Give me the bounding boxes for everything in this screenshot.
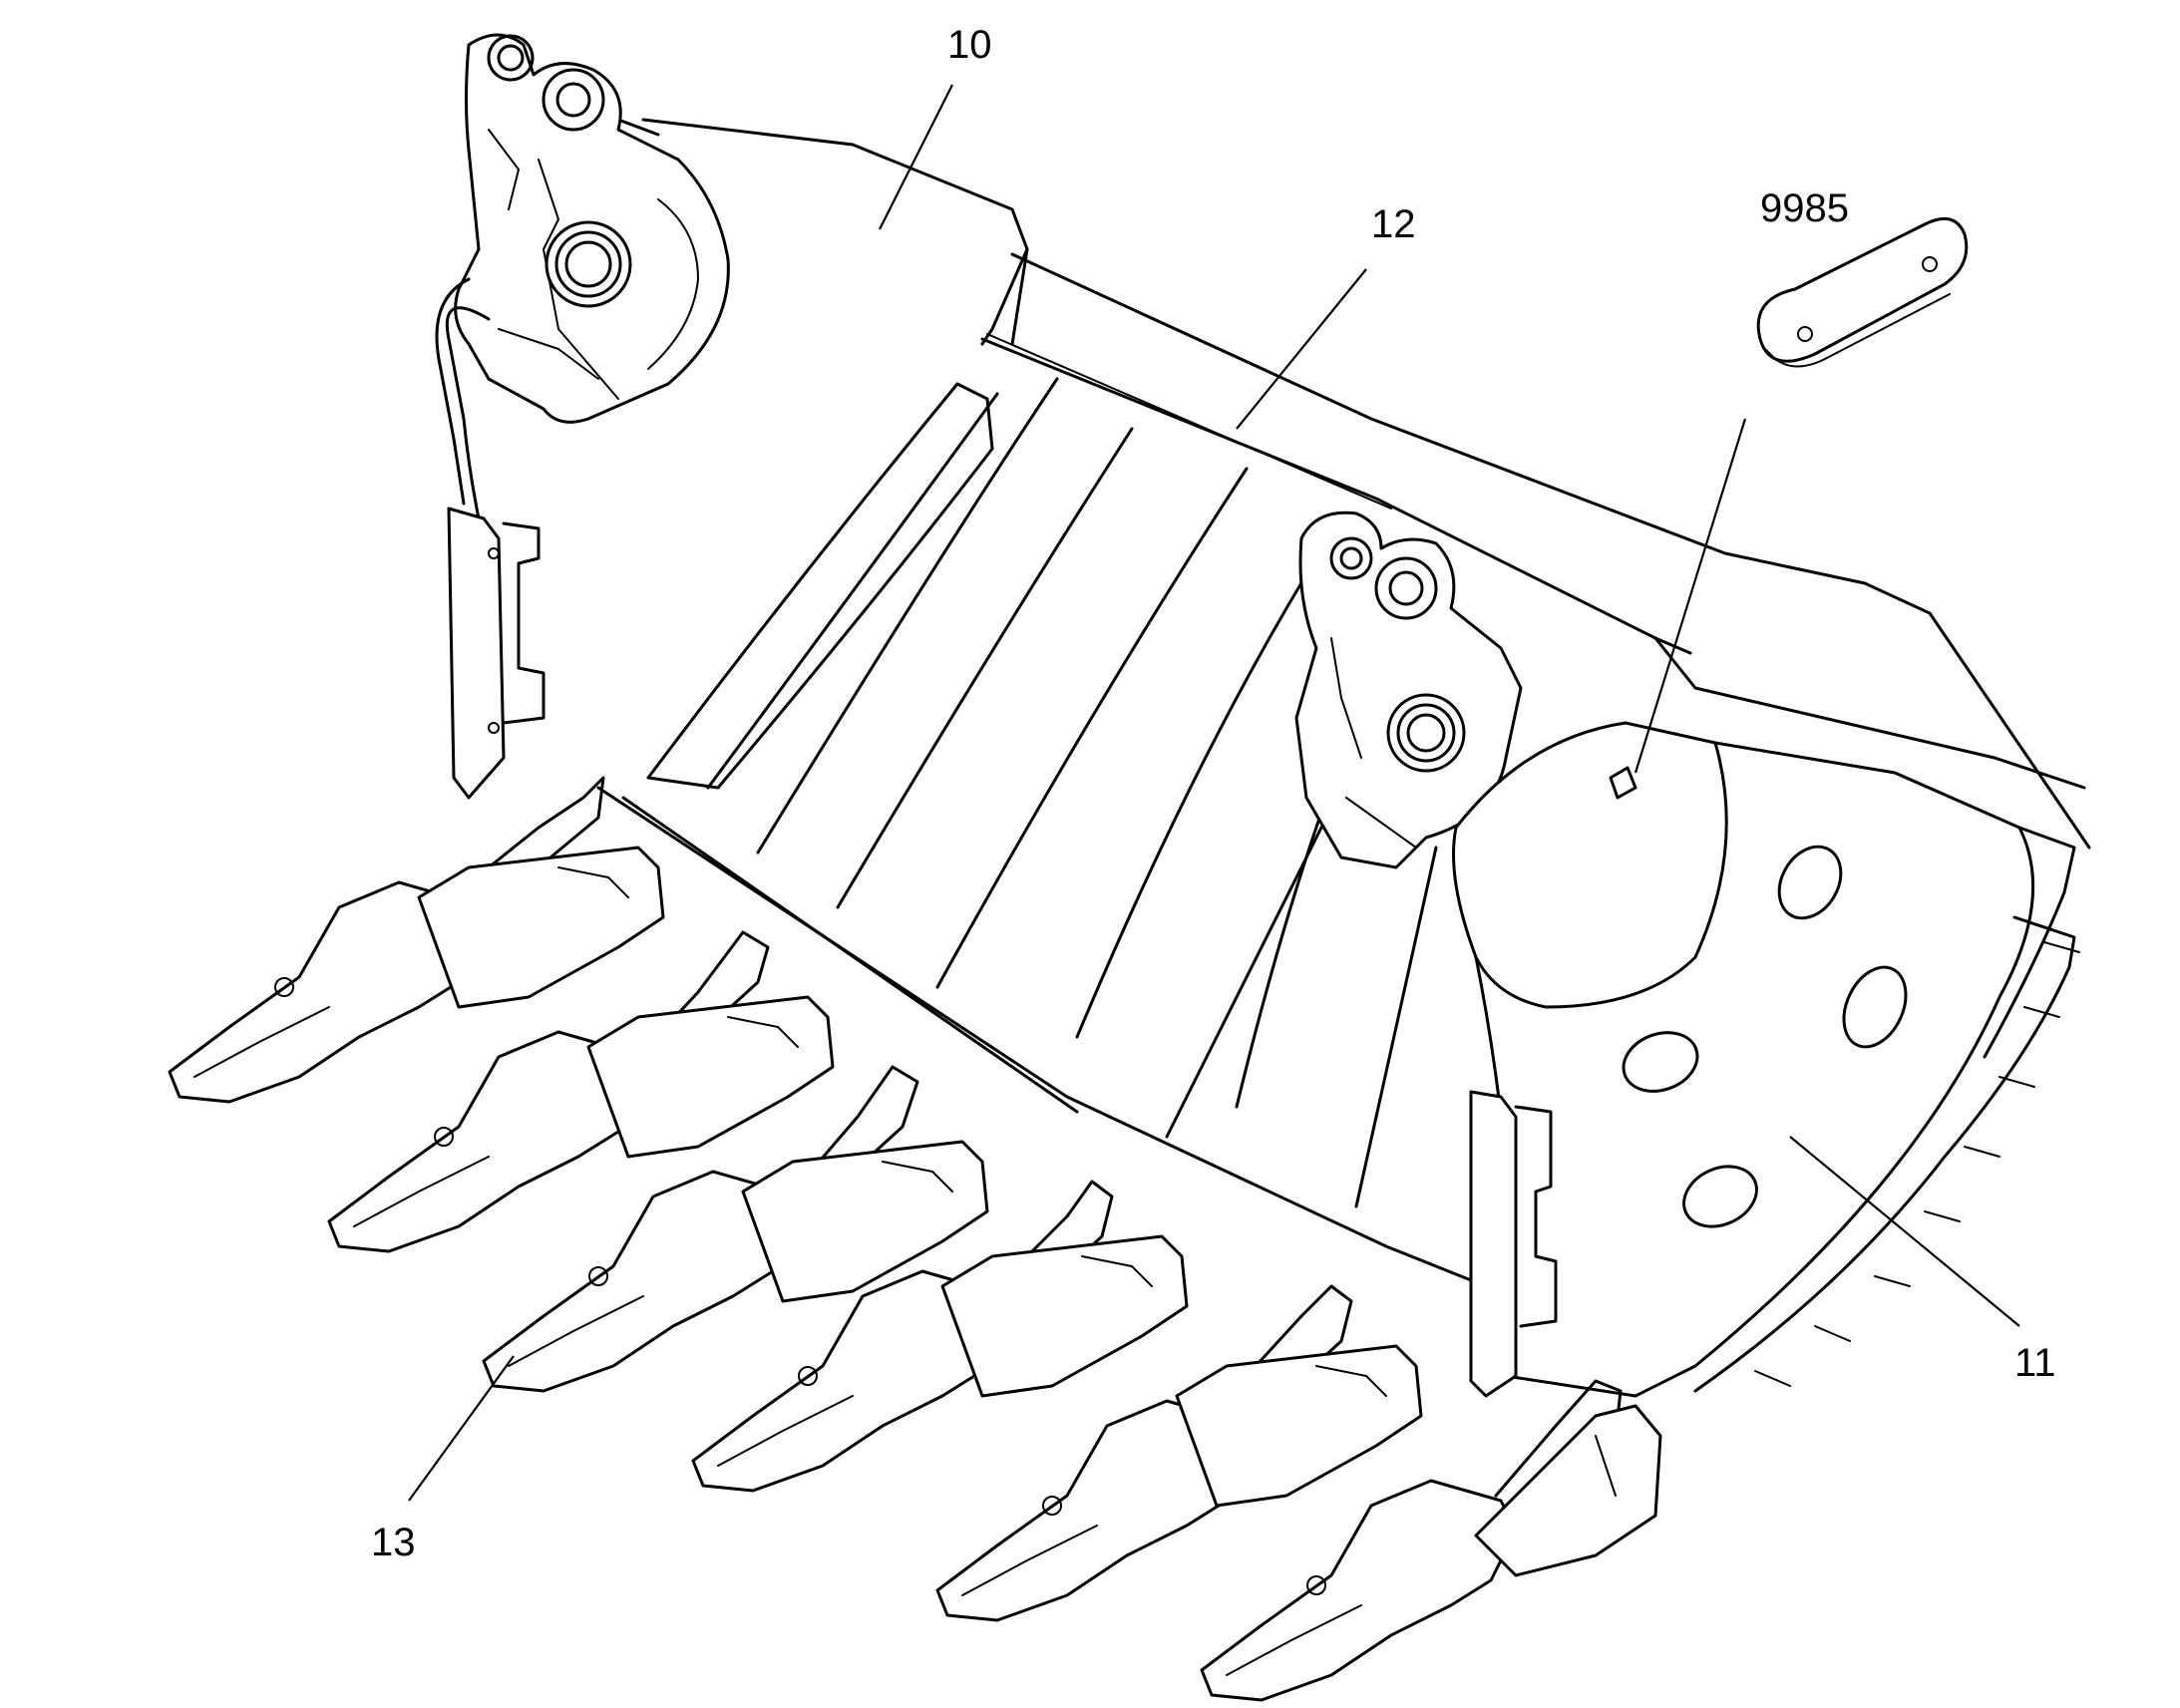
callout-13: 13 (371, 1521, 416, 1564)
callout-11: 11 (2014, 1341, 2056, 1385)
callout-12: 12 (1371, 202, 1416, 246)
left-side-cutter (447, 507, 545, 800)
leader-9985 (1634, 418, 1747, 774)
side-edge-protector (1474, 1404, 1662, 1577)
callout-labels: 10 12 9985 11 13 (371, 23, 2056, 1564)
right-side-wear-strips (1754, 941, 2080, 1387)
right-hitch-bracket (1294, 511, 1523, 869)
adapter-5 (1175, 1344, 1423, 1508)
adapter-2 (586, 995, 835, 1159)
leader-11 (1789, 1136, 2020, 1327)
callout-9985: 9985 (1760, 186, 1849, 230)
part-9985-plate (1756, 216, 1969, 368)
right-side-cutter (1469, 1090, 1558, 1398)
cutting-edge (596, 786, 1488, 1288)
leader-10 (879, 84, 953, 230)
bucket-back-plate (980, 247, 2091, 850)
left-hitch-bracket (435, 33, 730, 520)
leader-lines (408, 84, 2020, 1502)
bucket-teeth (168, 776, 1662, 1702)
left-side-plate (616, 118, 1029, 346)
adapter-1 (417, 846, 665, 1009)
leader-12 (1236, 268, 1367, 430)
leader-13 (408, 1355, 515, 1502)
adapter-4 (940, 1234, 1189, 1398)
callout-10: 10 (947, 23, 992, 67)
adapter-3 (741, 1140, 989, 1303)
